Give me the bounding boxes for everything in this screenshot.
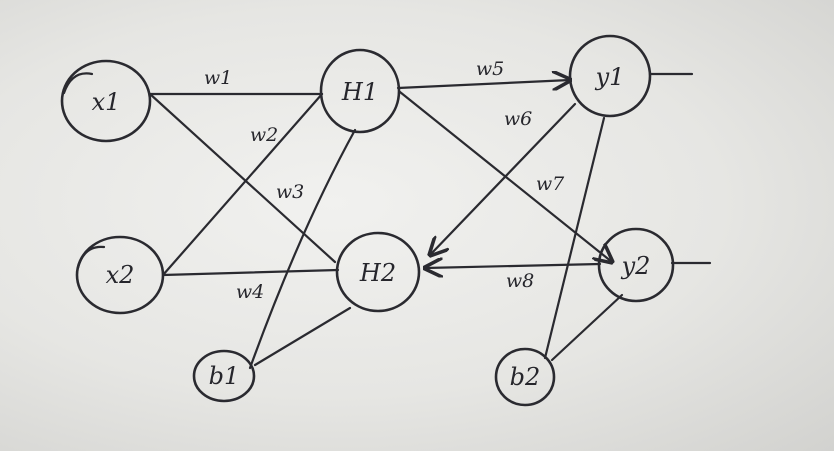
weight-label-w5: w5 [476,58,504,80]
node-b1 [192,349,256,403]
node-x2-loop [76,245,106,270]
edge-b1-h1 [248,128,357,370]
label-b1: b1 [209,362,240,390]
node-x1-loop [62,72,94,95]
node-x2 [75,235,165,315]
label-x1: x1 [92,88,121,116]
edge-b1-h2 [253,306,352,367]
label-h2: H2 [359,259,396,287]
weight-label-w1: w1 [204,67,232,89]
node-h2 [335,231,421,313]
edge-b2-y1 [543,116,606,360]
edge-y2-h2 [425,264,602,268]
edge-y1-h2 [430,102,577,255]
edge-x1-h2 [148,92,337,264]
node-h1 [319,48,401,134]
weight-label-w3: w3 [276,181,304,203]
edge-h1-y1 [396,80,570,88]
node-b2 [494,347,556,407]
label-y1: y1 [595,63,625,91]
weight-label-w7: w7 [536,173,565,195]
edge-x2-h2 [161,268,340,277]
label-h1: H1 [341,78,378,106]
weight-label-w2: w2 [250,124,278,146]
edge-x2-h1 [161,92,324,277]
label-y2: y2 [621,252,651,280]
weight-label-w8: w8 [506,270,534,292]
node-y1 [568,34,652,118]
weight-label-w6: w6 [504,108,532,130]
edge-b2-y2 [550,293,624,362]
label-b2: b2 [510,363,541,391]
label-x2: x2 [106,261,135,289]
node-y2 [597,227,675,303]
weight-label-w4: w4 [236,281,264,303]
node-x1 [60,59,152,143]
